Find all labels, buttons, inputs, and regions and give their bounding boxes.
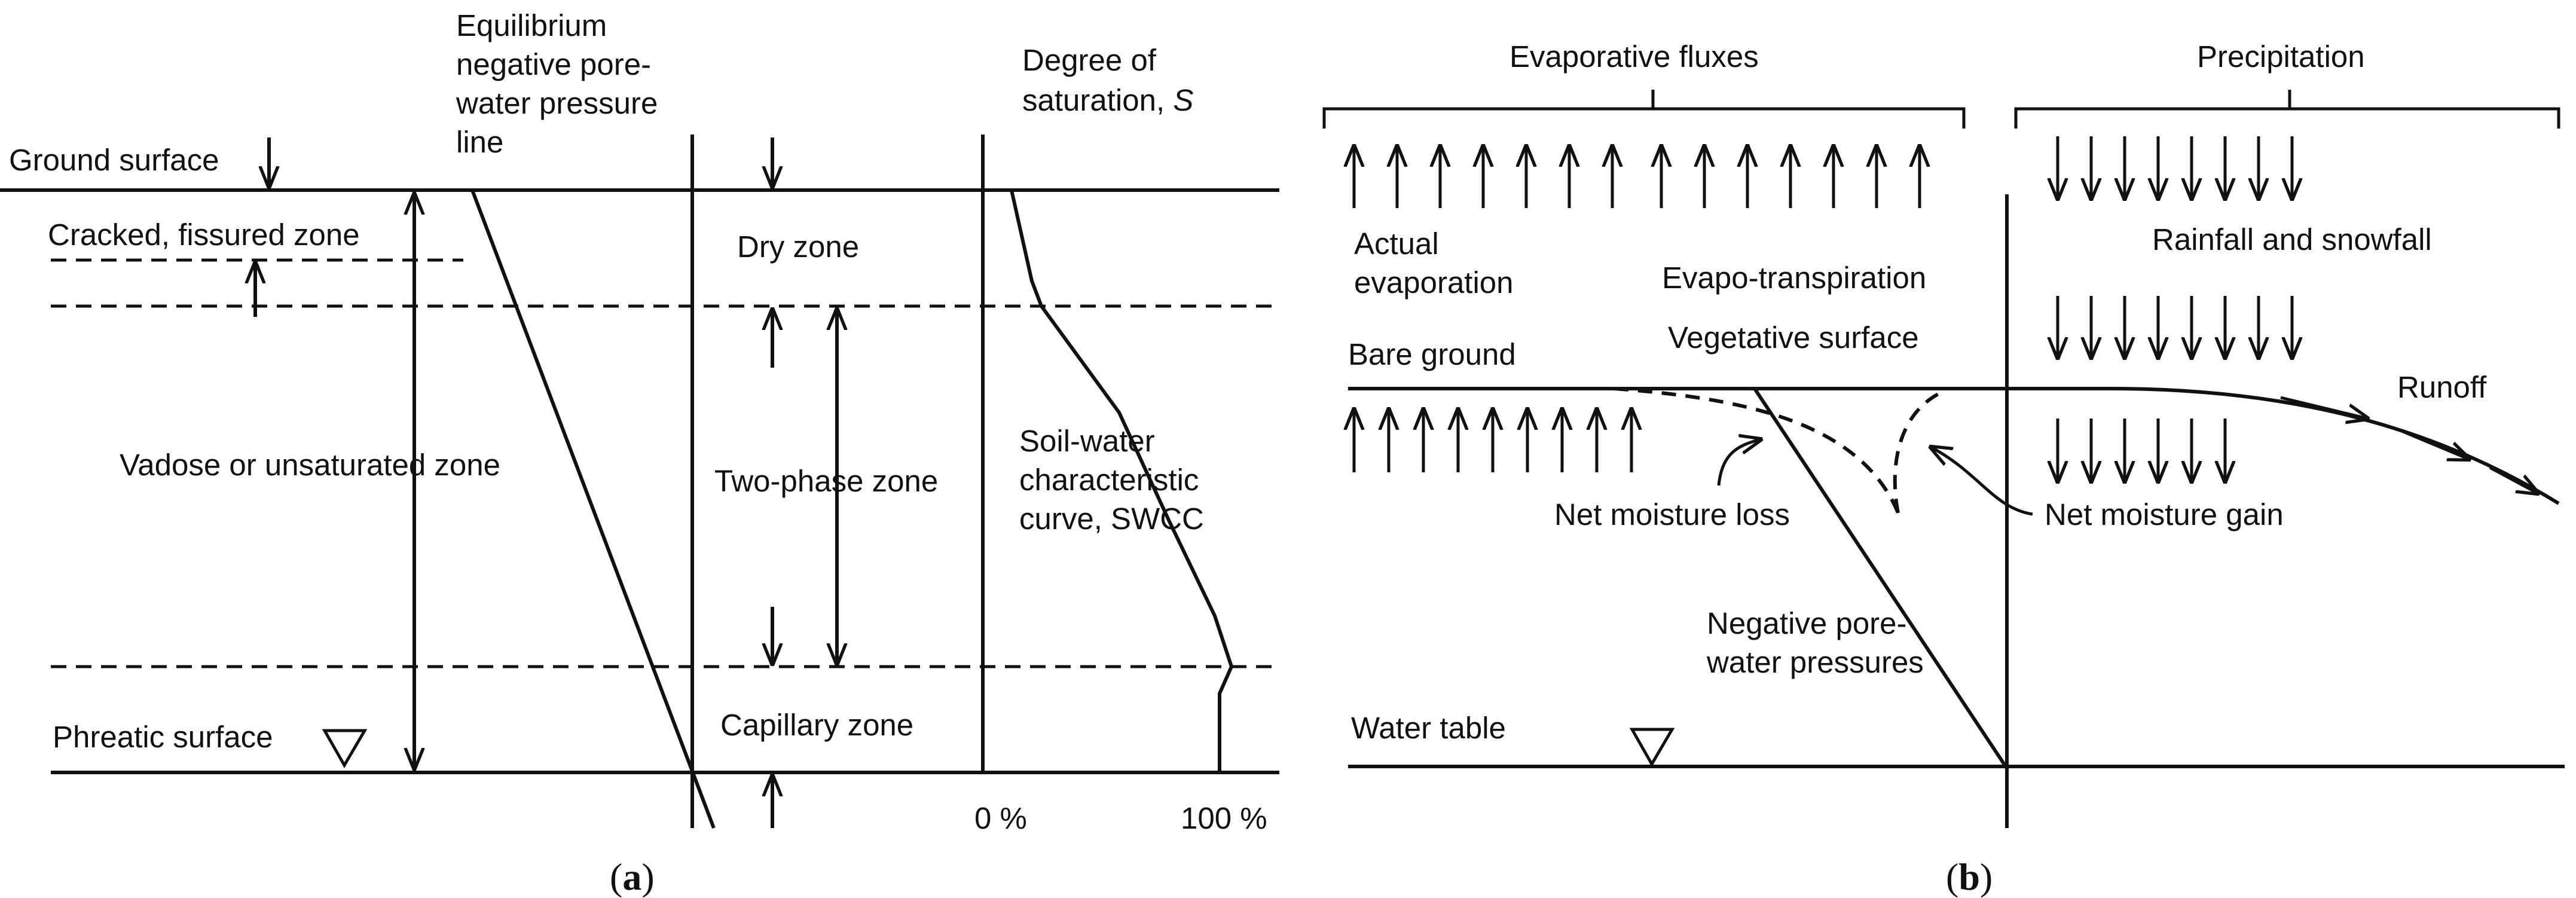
pct-hundred-label: 100 % — [1181, 801, 1267, 835]
precipitation-label: Precipitation — [2197, 39, 2365, 74]
caption-b: (b) — [1946, 856, 1993, 898]
two-phase-zone-label: Two-phase zone — [714, 464, 938, 498]
negative-pressure-line — [1753, 387, 2009, 769]
swcc-label-3: curve, SWCC — [1019, 502, 1204, 536]
evaporation-arrows-top — [1354, 146, 1920, 208]
pct-zero-label: 0 % — [974, 801, 1027, 835]
water-table-triangle-icon-b — [1629, 728, 1675, 767]
rainfall-snowfall-label: Rainfall and snowfall — [2152, 222, 2432, 256]
actual-evaporation-label-2: evaporation — [1354, 265, 1514, 300]
precipitation-arrows-bottom — [2058, 419, 2225, 481]
precipitation-arrows-middle — [2058, 296, 2292, 358]
runoff-arrow-1 — [2280, 396, 2367, 419]
loss-leader — [1717, 439, 1761, 486]
net-moisture-loss-curve — [1614, 387, 1900, 514]
panel-a: Ground surface Cracked, fissured zone Va… — [0, 8, 1279, 898]
bare-ground-label: Bare ground — [1348, 337, 1516, 371]
net-moisture-loss-label: Net moisture loss — [1554, 497, 1790, 532]
runoff-arrow-2 — [2400, 429, 2469, 459]
negative-pore-pressures-label-2: water pressures — [1706, 645, 1924, 679]
net-moisture-gain-curve — [1893, 390, 1944, 514]
equilibrium-line-label-4: line — [456, 125, 503, 159]
capillary-zone-label: Capillary zone — [720, 708, 913, 742]
actual-evaporation-label-1: Actual — [1354, 227, 1439, 261]
swcc-label-1: Soil-water — [1019, 424, 1155, 458]
equilibrium-line-label-1: Equilibrium — [456, 8, 607, 42]
runoff-label: Runoff — [2397, 370, 2487, 404]
evaporation-arrows-bottom — [1354, 410, 1631, 472]
saturation-symbol: S — [1173, 83, 1193, 117]
swcc-curve — [1010, 190, 1234, 772]
vadose-zone-label: Vadose or unsaturated zone — [120, 448, 500, 482]
degree-of-saturation-label-1: Degree of — [1022, 43, 1157, 77]
swcc-label-2: characteristic — [1019, 463, 1199, 497]
precipitation-arrows-top — [2058, 136, 2292, 198]
ground-surface-label: Ground surface — [9, 143, 219, 177]
vegetative-surface-label: Vegetative surface — [1668, 320, 1919, 355]
panel-b: Evaporative fluxes Precipitation — [1322, 39, 2565, 898]
ground-surface-profile — [1348, 387, 2560, 505]
equilibrium-line-label-3: water pressure — [456, 86, 658, 120]
phreatic-surface-label: Phreatic surface — [53, 720, 273, 754]
cracked-zone-label: Cracked, fissured zone — [48, 218, 360, 252]
degree-of-saturation-label-2: saturation, S — [1022, 83, 1193, 117]
evaporative-brace — [1322, 90, 1966, 129]
net-moisture-gain-label: Net moisture gain — [2045, 497, 2284, 532]
negative-pore-pressures-label-1: Negative pore- — [1707, 606, 1907, 640]
evapo-transpiration-label: Evapo-transpiration — [1662, 261, 1926, 295]
precipitation-brace — [2014, 90, 2560, 129]
water-table-triangle-icon — [322, 729, 368, 768]
evaporative-fluxes-label: Evaporative fluxes — [1509, 39, 1759, 74]
dry-zone-label: Dry zone — [737, 230, 859, 264]
water-table-label: Water table — [1351, 711, 1506, 745]
degree-of-saturation-text: saturation, — [1022, 83, 1173, 117]
caption-a: (a) — [610, 856, 655, 898]
runoff-arrow-3 — [2489, 466, 2538, 493]
equilibrium-line-label-2: negative pore- — [456, 47, 651, 81]
gain-leader — [1931, 447, 2033, 516]
equilibrium-pressure-line — [470, 189, 716, 829]
